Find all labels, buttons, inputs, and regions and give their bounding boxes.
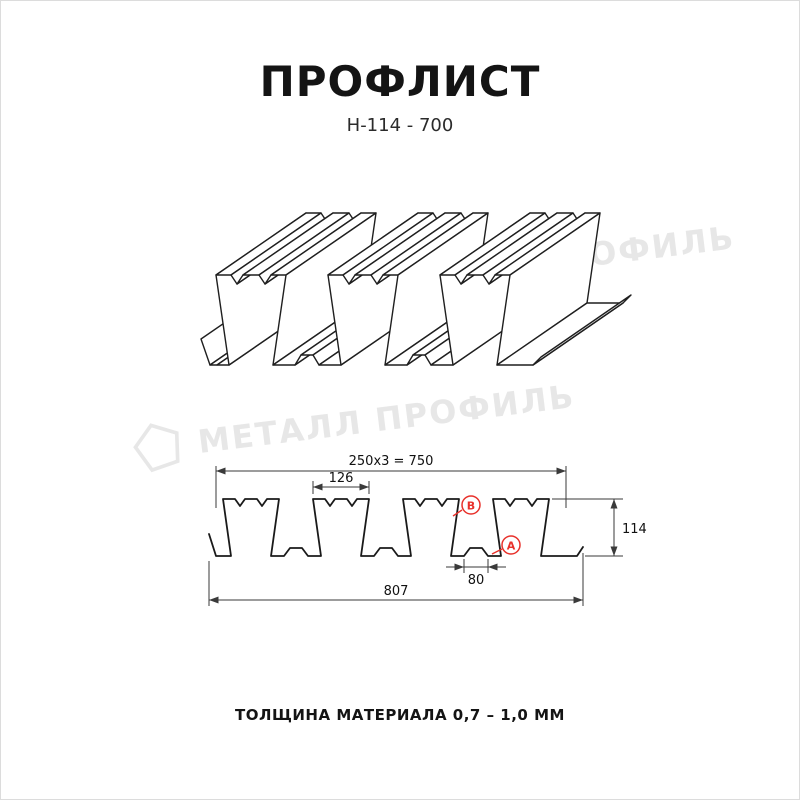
page-title: ПРОФЛИСТ	[259, 57, 541, 106]
label-side-a-letter: А	[507, 540, 516, 553]
label-side-a: А	[491, 535, 521, 555]
dim-working-width: 250x3 = 750	[349, 454, 434, 469]
profile-model: Н-114 - 700	[346, 115, 454, 136]
material-thickness-note: ТОЛЩИНА МАТЕРИАЛА 0,7 – 1,0 ММ	[235, 706, 565, 724]
watermark-lower: МЕТАЛЛ ПРОФИЛЬ	[129, 370, 578, 476]
dim-profile-height: 114	[622, 522, 647, 537]
metall-profil-logo-icon	[133, 423, 180, 473]
label-side-b: В	[452, 495, 481, 517]
dim-groove-width: 80	[468, 573, 485, 588]
dim-overall-width: 807	[384, 584, 409, 599]
dim-rib-top-width: 126	[329, 471, 354, 486]
dimension-lines	[209, 467, 618, 604]
profile-3d-view	[200, 212, 632, 366]
profile-cross-section	[208, 498, 584, 557]
label-side-b-letter: В	[467, 500, 475, 513]
dimension-extension-lines	[208, 466, 623, 606]
